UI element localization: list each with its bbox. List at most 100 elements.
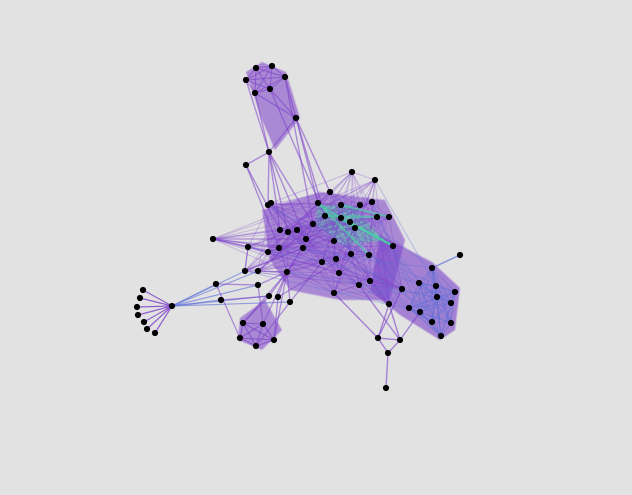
graph-edge bbox=[302, 179, 376, 249]
graph-edge bbox=[247, 246, 269, 253]
graph-edge bbox=[329, 191, 394, 247]
graph-edge bbox=[270, 202, 281, 231]
graph-edge bbox=[137, 305, 173, 316]
graph-edge bbox=[340, 204, 403, 290]
graph-edge bbox=[418, 282, 421, 313]
graph-edge bbox=[358, 245, 394, 286]
graph-edge bbox=[408, 307, 452, 324]
graph-edge bbox=[245, 164, 281, 231]
graph-edge bbox=[392, 245, 403, 290]
graph-edge-highlight bbox=[316, 201, 371, 257]
graph-node bbox=[326, 188, 334, 196]
graph-edge bbox=[268, 151, 281, 231]
graph-edge bbox=[371, 179, 376, 203]
graph-edge bbox=[354, 179, 376, 229]
graph-edge bbox=[317, 179, 376, 204]
graph-edge bbox=[349, 221, 371, 282]
graph-node bbox=[136, 294, 144, 302]
graph-edge bbox=[418, 282, 452, 304]
graph-edge bbox=[408, 267, 433, 309]
graph-edge bbox=[369, 280, 403, 290]
graph-edge bbox=[392, 245, 420, 284]
graph-edge bbox=[245, 151, 270, 166]
graph-edge bbox=[431, 291, 456, 323]
graph-edge bbox=[358, 216, 390, 286]
graph-edge bbox=[270, 202, 342, 206]
graph-edge bbox=[350, 171, 353, 255]
graph-node bbox=[384, 349, 392, 357]
graph-edge bbox=[279, 229, 410, 309]
graph-node bbox=[293, 226, 301, 234]
graph-edge bbox=[257, 179, 376, 272]
graph-node bbox=[432, 282, 440, 290]
graph-edge bbox=[212, 238, 360, 286]
graph-edge bbox=[268, 151, 307, 240]
graph-edge bbox=[171, 284, 259, 307]
graph-edge bbox=[245, 79, 270, 153]
graph-node bbox=[268, 62, 276, 70]
graph-node bbox=[292, 114, 300, 122]
graph-edge bbox=[302, 245, 394, 249]
graph-edge bbox=[247, 216, 378, 248]
graph-edge bbox=[377, 337, 401, 341]
graph-edge bbox=[435, 285, 456, 293]
graph-edge bbox=[351, 171, 376, 181]
graph-edge bbox=[244, 270, 403, 290]
graph-edge bbox=[142, 289, 173, 307]
graph-edge bbox=[255, 339, 275, 347]
graph-edge bbox=[267, 251, 335, 294]
graph-node bbox=[283, 268, 291, 276]
graph-edge bbox=[436, 291, 456, 298]
graph-edge bbox=[296, 204, 342, 231]
graph-edge bbox=[329, 191, 433, 269]
graph-edge bbox=[286, 216, 390, 273]
graph-edge bbox=[286, 271, 390, 305]
graph-node bbox=[335, 269, 343, 277]
graph-edge bbox=[324, 171, 353, 217]
graph-edge bbox=[242, 322, 264, 325]
graph-edge bbox=[368, 245, 394, 256]
graph-edge bbox=[262, 323, 275, 341]
graph-node bbox=[133, 303, 141, 311]
graph-edge bbox=[350, 216, 390, 255]
graph-edge bbox=[371, 201, 394, 247]
graph-edge bbox=[418, 267, 433, 284]
graph-edge bbox=[286, 271, 335, 294]
graph-edge bbox=[245, 164, 280, 249]
graph-edge bbox=[220, 295, 270, 301]
graph-edge bbox=[255, 301, 291, 347]
graph-edge bbox=[329, 191, 342, 219]
graph-node bbox=[416, 308, 424, 316]
graph-edge bbox=[376, 216, 390, 305]
graph-edge bbox=[321, 261, 335, 294]
graph-edge bbox=[431, 321, 452, 324]
graph-node bbox=[242, 76, 250, 84]
graph-node bbox=[382, 384, 390, 392]
graph-edge bbox=[418, 282, 442, 337]
graph-edge bbox=[354, 227, 371, 282]
graph-edge bbox=[257, 240, 335, 272]
graph-edge bbox=[335, 227, 356, 260]
graph-edge bbox=[388, 216, 403, 290]
graph-edge bbox=[262, 271, 288, 325]
graph-edge bbox=[302, 247, 371, 282]
graph-edge bbox=[431, 254, 461, 269]
graph-node bbox=[254, 267, 262, 275]
graph-edge bbox=[247, 202, 272, 248]
graph-edge bbox=[296, 171, 353, 231]
graph-edge bbox=[267, 204, 314, 225]
graph-edge bbox=[358, 284, 401, 341]
graph-node bbox=[168, 302, 176, 310]
graph-edge bbox=[278, 247, 403, 290]
graph-edge bbox=[247, 204, 361, 248]
graph-edge bbox=[333, 227, 356, 242]
graph-node bbox=[321, 212, 329, 220]
graph-node bbox=[355, 281, 363, 289]
graph-edge bbox=[287, 202, 319, 233]
graph-edge bbox=[305, 238, 335, 242]
graph-edge bbox=[215, 283, 259, 286]
graph-edge bbox=[324, 215, 356, 229]
graph-edge bbox=[321, 261, 340, 274]
graph-edge bbox=[268, 151, 314, 225]
graph-edge bbox=[244, 201, 373, 272]
